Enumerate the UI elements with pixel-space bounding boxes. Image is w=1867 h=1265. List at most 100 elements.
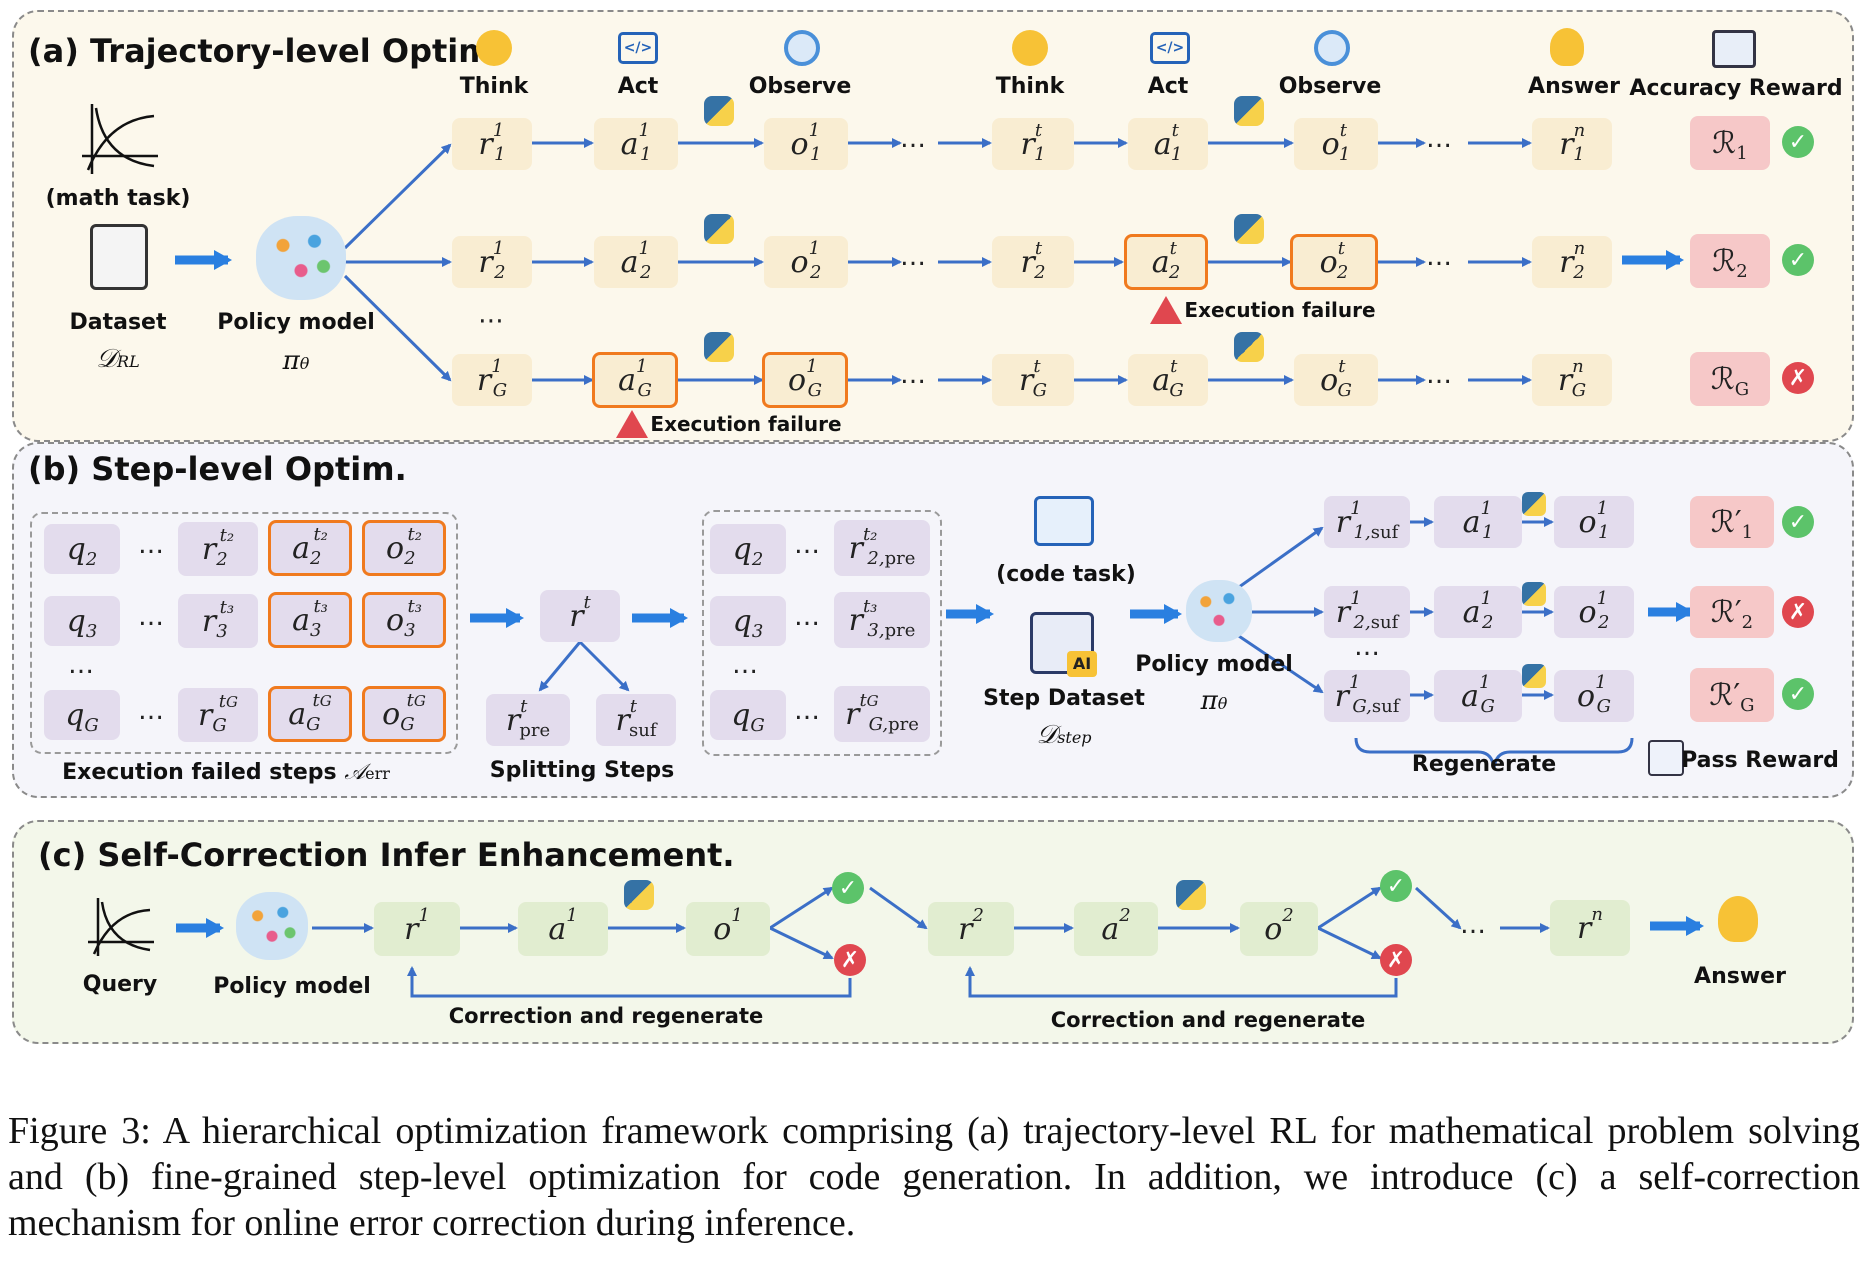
brain-network-icon bbox=[256, 216, 346, 300]
regenerate-label: Regenerate bbox=[1411, 752, 1557, 777]
header-answer: Answer bbox=[1528, 74, 1620, 99]
check-icon: ✓ bbox=[1782, 126, 1814, 158]
correction-label: Correction and regenerate bbox=[1050, 1008, 1366, 1032]
python-icon bbox=[704, 96, 734, 126]
code-window-icon: </> bbox=[1150, 32, 1190, 64]
query-label: Query bbox=[82, 972, 158, 997]
ellipsis: … bbox=[794, 696, 820, 726]
panel-b-title: (b) Step-level Optim. bbox=[28, 450, 407, 488]
header-act: Act bbox=[1147, 74, 1189, 99]
header-accuracy-reward: Accuracy Reward bbox=[1629, 76, 1843, 101]
header-think: Think bbox=[459, 74, 529, 99]
policy-symbol: πθ bbox=[282, 346, 310, 376]
panel-c-title: (c) Self-Correction Infer Enhancement. bbox=[38, 836, 735, 874]
accuracy-chart-icon bbox=[1712, 30, 1756, 68]
observe-target-icon bbox=[1314, 30, 1350, 66]
pass-reward-node: ℛ′G bbox=[1690, 668, 1774, 722]
step-dataset-symbol: 𝒟step bbox=[1036, 720, 1092, 750]
function-graph-icon bbox=[88, 898, 154, 956]
ellipsis: … bbox=[138, 602, 164, 632]
policy-model-label: Policy model bbox=[217, 310, 375, 335]
code-task-label: (code task) bbox=[996, 562, 1136, 587]
thinking-face-icon bbox=[476, 30, 512, 66]
check-icon: ✓ bbox=[1782, 244, 1814, 276]
pass-reward-label: Pass Reward bbox=[1681, 748, 1839, 773]
ellipsis: … bbox=[794, 530, 820, 560]
brain-network-icon bbox=[236, 892, 308, 960]
python-icon bbox=[704, 332, 734, 362]
python-icon bbox=[704, 214, 734, 244]
warning-icon bbox=[616, 410, 648, 438]
cross-icon: ✗ bbox=[1782, 362, 1814, 394]
header-observe: Observe bbox=[1278, 74, 1382, 99]
python-icon bbox=[624, 880, 654, 910]
figure-caption: Figure 3: A hierarchical optimization fr… bbox=[8, 1110, 1860, 1244]
failed-steps-label: Execution failed steps 𝒜err bbox=[62, 760, 390, 785]
check-icon: ✓ bbox=[1782, 506, 1814, 538]
ellipsis: … bbox=[900, 360, 926, 390]
execution-failure-label: Execution failure bbox=[650, 412, 842, 436]
dataset-label: Dataset bbox=[69, 310, 167, 335]
answer-label: Answer bbox=[1694, 964, 1786, 989]
cross-icon: ✗ bbox=[1380, 944, 1412, 976]
cross-icon: ✗ bbox=[1782, 596, 1814, 628]
execution-failure-label: Execution failure bbox=[1184, 298, 1376, 322]
ellipsis: … bbox=[68, 650, 94, 680]
ellipsis: … bbox=[732, 650, 758, 680]
correction-label: Correction and regenerate bbox=[448, 1004, 764, 1028]
panel-a-title: (a) Trajectory-level Optim. bbox=[28, 32, 504, 70]
pass-reward-node: ℛ′2 bbox=[1690, 586, 1774, 638]
header-act: Act bbox=[617, 74, 659, 99]
ellipsis: … bbox=[1354, 632, 1380, 662]
pass-reward-icon bbox=[1648, 740, 1684, 776]
dataset-document-icon bbox=[90, 224, 148, 290]
header-think: Think bbox=[995, 74, 1065, 99]
python-icon bbox=[1234, 96, 1264, 126]
check-icon: ✓ bbox=[1380, 870, 1412, 902]
cross-icon: ✗ bbox=[834, 944, 866, 976]
python-icon bbox=[1234, 332, 1264, 362]
ellipsis: … bbox=[1460, 910, 1486, 940]
brain-network-icon bbox=[1186, 580, 1252, 642]
python-icon bbox=[1522, 582, 1546, 606]
ellipsis: … bbox=[1426, 124, 1452, 154]
ellipsis: … bbox=[900, 242, 926, 272]
python-icon bbox=[1234, 214, 1264, 244]
